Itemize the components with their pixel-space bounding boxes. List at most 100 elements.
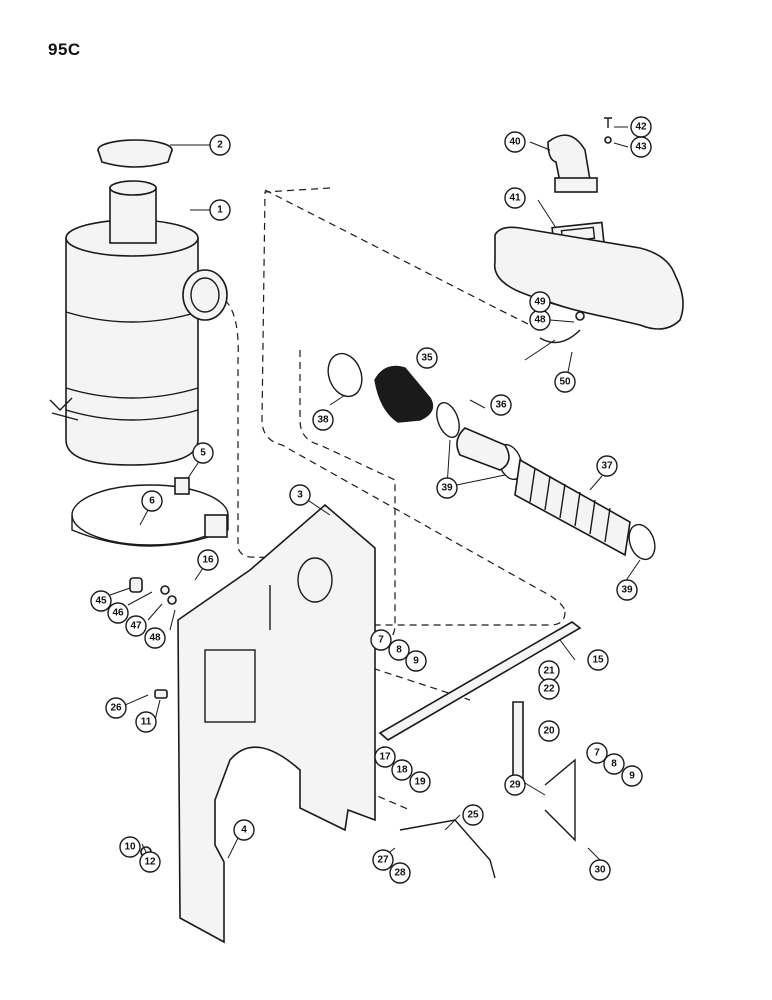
callout-20: 20 (538, 720, 560, 742)
callout-1: 1 (209, 199, 231, 221)
callout-39-a-label: 39 (441, 483, 453, 494)
support-post (512, 701, 524, 781)
callout-6: 6 (141, 490, 163, 512)
callout-27-label: 27 (377, 855, 389, 866)
callout-36: 36 (490, 394, 512, 416)
callout-25-label: 25 (467, 810, 479, 821)
callout-35-label: 35 (421, 353, 433, 364)
callout-8-label: 8 (396, 645, 402, 656)
callout-39-b: 39 (616, 579, 638, 601)
hose-clamp-39a (436, 402, 460, 438)
callout-26: 26 (105, 697, 127, 719)
callout-10-label: 10 (124, 842, 136, 853)
callout-15-label: 15 (592, 655, 604, 666)
callout-20-label: 20 (543, 726, 555, 737)
callout-2: 2 (209, 134, 231, 156)
callout-25: 25 (462, 804, 484, 826)
callout-40-label: 40 (509, 137, 521, 148)
callout-28-label: 28 (394, 868, 406, 879)
connector-tube (456, 427, 510, 471)
callout-7-label: 7 (378, 635, 384, 646)
callout-30: 30 (589, 859, 611, 881)
callout-1-label: 1 (217, 205, 223, 216)
callout-9: 9 (405, 650, 427, 672)
callout-2-label: 2 (217, 140, 223, 151)
hose-clamp-39c (628, 523, 656, 561)
callout-10: 10 (119, 836, 141, 858)
callout-40: 40 (504, 131, 526, 153)
callout-22-label: 22 (543, 684, 555, 695)
outlet-elbow (547, 134, 598, 193)
callout-36-label: 36 (495, 400, 507, 411)
callout-45-label: 45 (95, 596, 107, 607)
callout-46-label: 46 (112, 608, 124, 619)
callout-7-b-label: 7 (594, 748, 600, 759)
callout-35: 35 (416, 347, 438, 369)
callout-43-label: 43 (635, 142, 647, 153)
callout-38-label: 38 (317, 415, 329, 426)
callout-16-label: 16 (202, 555, 214, 566)
callout-12-label: 12 (144, 857, 156, 868)
air-cleaner-body (49, 180, 228, 466)
callout-48-a: 48 (144, 627, 166, 649)
callout-46: 46 (107, 602, 129, 624)
callout-50-label: 50 (559, 377, 571, 388)
callout-5: 5 (192, 442, 214, 464)
callout-48-b-label: 48 (534, 315, 546, 326)
callout-16: 16 (197, 549, 219, 571)
callout-37-label: 37 (601, 461, 613, 472)
callout-27: 27 (372, 849, 394, 871)
callout-15: 15 (587, 649, 609, 671)
callout-26-label: 26 (110, 703, 122, 714)
callout-41: 41 (504, 187, 526, 209)
callout-18: 18 (391, 759, 413, 781)
mounting-panel (177, 503, 376, 944)
callout-9-b-label: 9 (629, 771, 635, 782)
callout-5-label: 5 (200, 448, 206, 459)
callout-17: 17 (374, 746, 396, 768)
dashed-cleaner-to-panel (224, 299, 291, 559)
callout-29-label: 29 (509, 780, 521, 791)
callout-43: 43 (630, 136, 652, 158)
callout-19: 19 (409, 771, 431, 793)
callout-4-label: 4 (241, 825, 247, 836)
callout-19-label: 19 (414, 777, 426, 788)
callout-48-b: 48 (529, 309, 551, 331)
callout-9-label: 9 (413, 656, 419, 667)
callout-21: 21 (538, 660, 560, 682)
page-title: 95C (48, 40, 81, 59)
callout-49: 49 (529, 291, 551, 313)
elbow-hose (374, 365, 434, 423)
callout-42-label: 42 (635, 122, 647, 133)
callout-38: 38 (312, 409, 334, 431)
callout-4: 4 (233, 819, 255, 841)
callout-17-label: 17 (379, 752, 391, 763)
callout-21-label: 21 (543, 666, 555, 677)
callout-8: 8 (388, 639, 410, 661)
mounting-band (71, 477, 229, 547)
callout-3: 3 (289, 484, 311, 506)
callout-45: 45 (90, 590, 112, 612)
callout-12: 12 (139, 851, 161, 873)
leader-lines (109, 126, 641, 861)
callout-8-b-label: 8 (611, 759, 617, 770)
callout-18-label: 18 (396, 765, 408, 776)
callout-47-label: 47 (130, 621, 142, 632)
callout-39-b-label: 39 (621, 585, 633, 596)
callout-39-a: 39 (436, 477, 458, 499)
callout-47: 47 (125, 615, 147, 637)
support-bar (378, 621, 582, 741)
corrugated-hose (514, 458, 631, 557)
callout-42: 42 (630, 116, 652, 138)
bracket-29 (544, 758, 576, 842)
dashed-outline-bottom (274, 611, 566, 641)
callout-7: 7 (370, 629, 392, 651)
bracket-25 (399, 819, 496, 879)
panel-opening (297, 557, 333, 603)
exhaust-manifold (493, 226, 684, 330)
callout-41-label: 41 (509, 193, 521, 204)
callout-11-label: 11 (141, 717, 152, 728)
callout-22: 22 (538, 678, 560, 700)
callout-7-b: 7 (586, 742, 608, 764)
